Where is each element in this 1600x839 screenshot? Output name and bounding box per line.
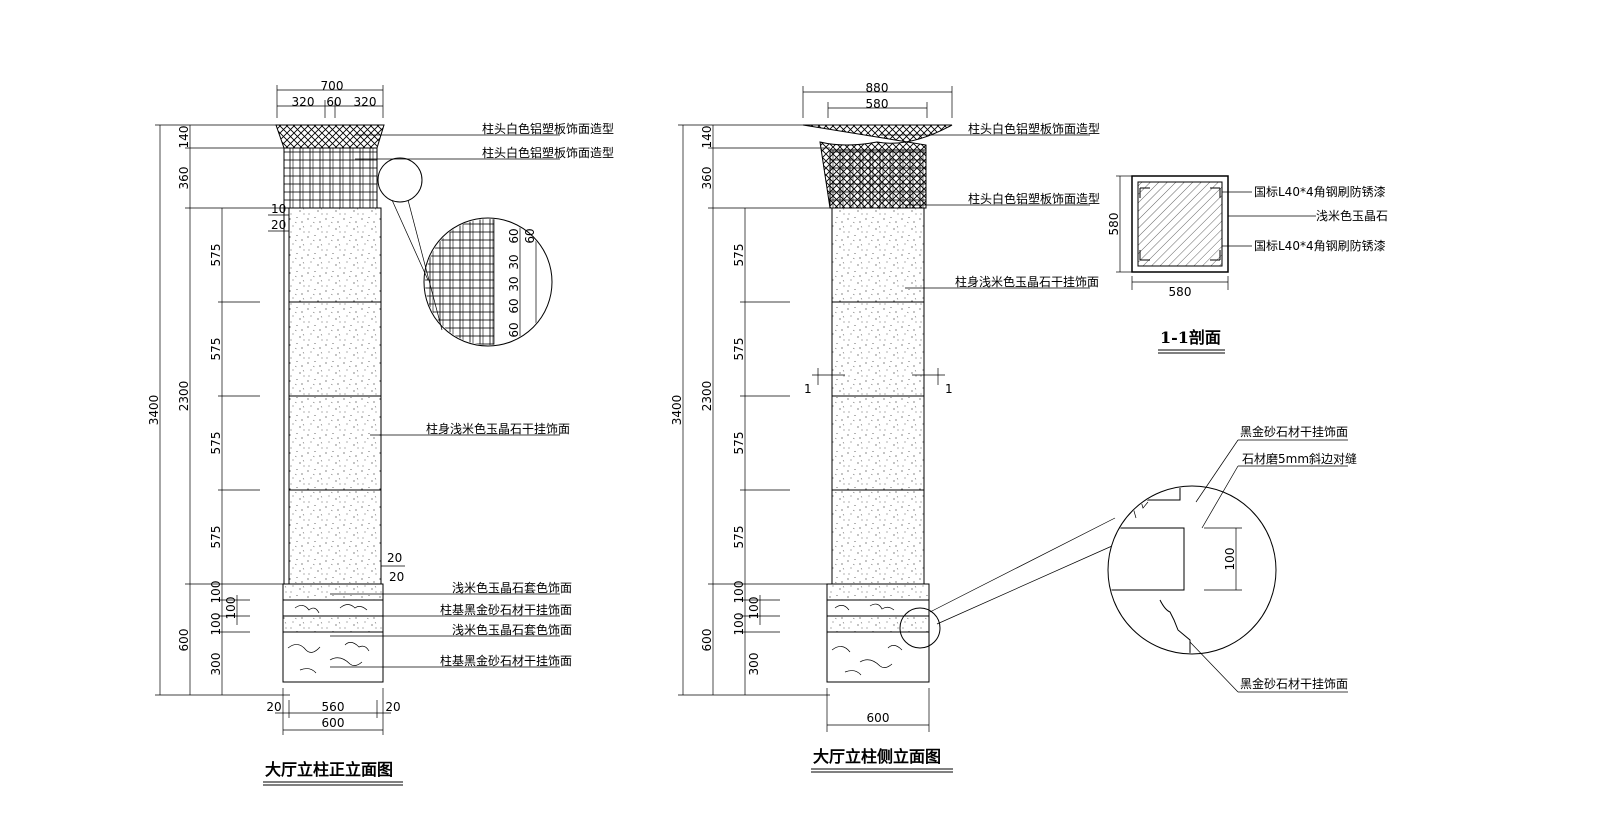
front-head-top (275, 124, 385, 149)
section-title: 1-1剖面 (1160, 328, 1221, 347)
front-dim-10: 10 (271, 202, 286, 216)
side-dim-600-bottom: 600 (867, 711, 890, 725)
side-dim-580: 580 (866, 97, 889, 111)
front-base-band-2 (282, 615, 384, 633)
side-top-dimensions: 880 580 (802, 81, 953, 118)
side-dim-600: 600 (700, 629, 714, 652)
front-elevation: 700 320 60 320 (147, 79, 614, 786)
section-label-steel-1: 国标L40*4角钢刷防锈漆 (1254, 184, 1386, 199)
front-dim-575-d: 575 (209, 526, 223, 549)
front-base-band-1 (282, 583, 384, 601)
front-bottom-dimensions: 20 560 20 600 (266, 688, 401, 735)
section-label-stone: 浅米色玉晶石 (1316, 209, 1388, 223)
side-base-stone-1 (826, 599, 930, 617)
front-head-band (283, 147, 378, 209)
front-dim-360: 360 (177, 167, 191, 190)
front-dim-20-bottom-left: 20 (266, 700, 281, 714)
front-dim-600: 600 (177, 629, 191, 652)
front-dim-20: 20 (271, 218, 286, 232)
section-cut-marks: 1 1 (804, 368, 953, 396)
side-dim-140: 140 (700, 126, 714, 149)
section-core (1137, 181, 1223, 267)
side-title: 大厅立柱侧立面图 (813, 747, 941, 766)
front-labels: 柱头白色铝塑板饰面造型 柱头白色铝塑板饰面造型 柱身浅米色玉晶石干挂饰面 浅米色… (330, 121, 614, 668)
front-dim-3400: 3400 (147, 395, 161, 426)
base-detail-label-bottom: 黑金砂石材干挂饰面 (1240, 676, 1348, 691)
front-dim-700: 700 (321, 79, 344, 93)
side-dim-3400: 3400 (670, 395, 684, 426)
front-dim-100-b: 100 (224, 597, 238, 620)
front-label-base-1: 柱基黑金砂石材干挂饰面 (440, 602, 572, 617)
front-dim-320-left: 320 (292, 95, 315, 109)
front-base-stone-1 (282, 599, 384, 617)
front-dim-2300: 2300 (177, 381, 191, 412)
front-top-dimensions: 700 320 60 320 (276, 79, 384, 118)
detail-dim-30-b: 30 (507, 276, 521, 291)
detail-dim-60-a: 60 (507, 228, 521, 243)
detail-dim-30-a: 30 (507, 254, 521, 269)
side-dim-100-c: 100 (732, 613, 746, 636)
section-dim-580-bottom: 580 (1169, 285, 1192, 299)
front-dim-320-right: 320 (354, 95, 377, 109)
side-head-band (829, 149, 927, 209)
side-dim-575-d: 575 (732, 526, 746, 549)
front-dim-20-right-b: 20 (389, 570, 404, 584)
side-dim-575-a: 575 (732, 244, 746, 267)
section-1-1: 580 580 国标L40*4角钢刷防锈漆 浅米色玉晶石 国标L40*4角钢刷防… (1107, 175, 1388, 354)
side-bottom-dimension: 600 (826, 688, 930, 732)
front-dim-560: 560 (322, 700, 345, 714)
detail-dim-60-c: 60 (507, 298, 521, 313)
side-dim-2300: 2300 (700, 381, 714, 412)
side-label-head-2: 柱头白色铝塑板饰面造型 (968, 191, 1100, 206)
side-dim-300: 300 (747, 653, 761, 676)
front-dim-575-a: 575 (209, 244, 223, 267)
front-dim-60: 60 (326, 95, 341, 109)
side-dim-575-b: 575 (732, 338, 746, 361)
front-dim-20-right-a: 20 (387, 551, 402, 565)
front-label-head-2: 柱头白色铝塑板饰面造型 (482, 145, 614, 160)
front-label-base-2: 柱基黑金砂石材干挂饰面 (440, 653, 572, 668)
front-dim-575-b: 575 (209, 338, 223, 361)
side-elevation: 880 580 1 1 (670, 81, 1100, 773)
side-labels: 柱头白色铝塑板饰面造型 柱头白色铝塑板饰面造型 柱身浅米色玉晶石干挂饰面 (880, 121, 1100, 289)
front-dim-575-c: 575 (209, 432, 223, 455)
side-dim-575-c: 575 (732, 432, 746, 455)
side-label-head-1: 柱头白色铝塑板饰面造型 (968, 121, 1100, 136)
front-dim-100-a: 100 (209, 581, 223, 604)
front-base-stone-2 (282, 631, 384, 683)
front-dim-100-c: 100 (209, 613, 223, 636)
section-mark-right: 1 (945, 382, 953, 396)
detail-dim-60-d: 60 (507, 322, 521, 337)
base-detail: 100 黑金砂石材干挂饰面 石材磨5mm斜边对缝 黑金砂石材干挂饰面 (899, 424, 1357, 693)
front-label-head-1: 柱头白色铝塑板饰面造型 (482, 121, 614, 136)
side-label-shaft: 柱身浅米色玉晶石干挂饰面 (955, 274, 1099, 289)
base-detail-label-top: 黑金砂石材干挂饰面 (1240, 424, 1348, 439)
front-dim-140: 140 (177, 126, 191, 149)
side-dim-880: 880 (866, 81, 889, 95)
side-dim-100-b: 100 (747, 597, 761, 620)
front-left-dimensions: 3400 140 360 2300 575 575 575 575 600 10… (147, 124, 405, 696)
front-dim-20-bottom-right: 20 (385, 700, 400, 714)
front-head-detail-bubble: 60 60 30 30 60 60 (377, 157, 553, 347)
front-title: 大厅立柱正立面图 (265, 760, 393, 779)
front-label-band-2: 浅米色玉晶石套色饰面 (452, 623, 572, 637)
side-base-stone-2 (826, 631, 930, 683)
front-label-shaft: 柱身浅米色玉晶石干挂饰面 (426, 421, 570, 436)
side-left-dimensions: 3400 140 360 2300 575 575 575 575 600 10… (670, 124, 830, 696)
side-dim-100-a: 100 (732, 581, 746, 604)
section-label-steel-2: 国标L40*4角钢刷防锈漆 (1254, 238, 1386, 253)
section-dim-580-side: 580 (1107, 213, 1121, 236)
front-dim-300: 300 (209, 653, 223, 676)
front-dim-600-bottom: 600 (322, 716, 345, 730)
side-dim-360: 360 (700, 167, 714, 190)
section-outer (1131, 175, 1229, 273)
base-detail-label-joint: 石材磨5mm斜边对缝 (1242, 451, 1357, 466)
base-detail-dim-100: 100 (1223, 548, 1237, 571)
front-label-band-1: 浅米色玉晶石套色饰面 (452, 581, 572, 595)
detail-dim-60-b: 60 (523, 228, 537, 243)
section-mark-left: 1 (804, 382, 812, 396)
side-base-band-1 (826, 583, 930, 601)
side-base-band-2 (826, 615, 930, 633)
